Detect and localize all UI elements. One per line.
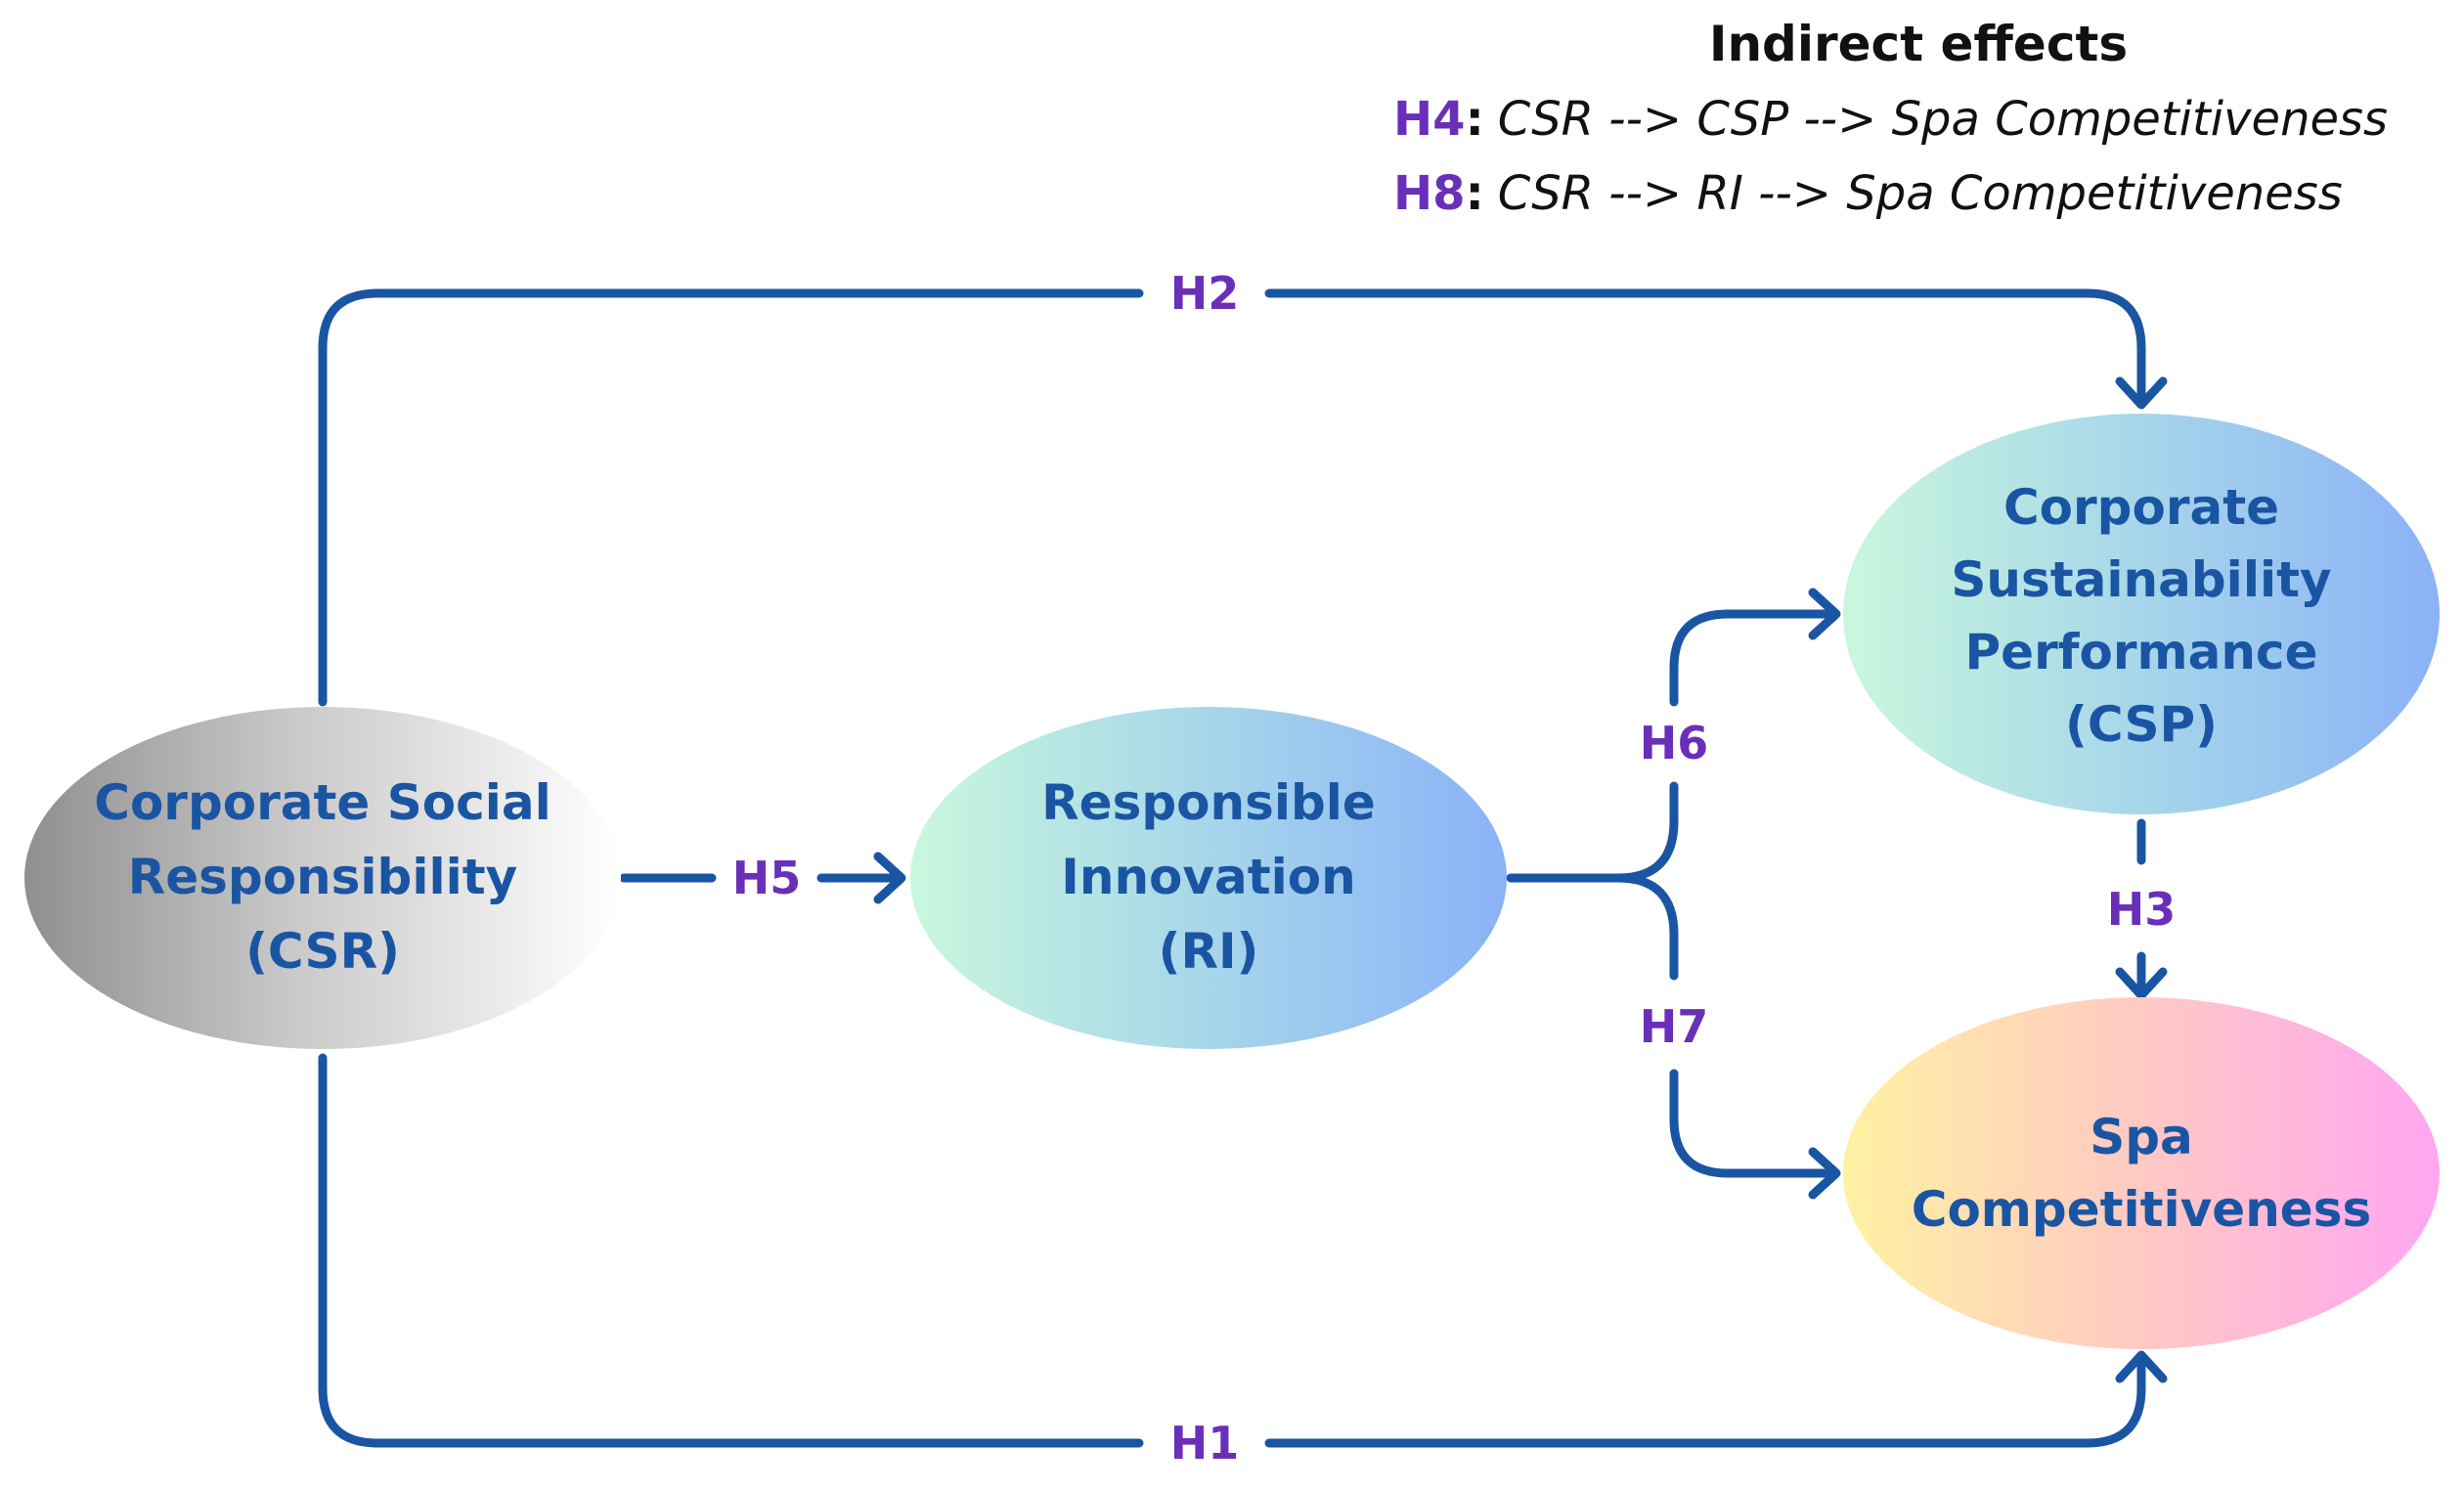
edge-h6-arrowhead bbox=[1808, 588, 1841, 640]
label-h7: H7 bbox=[1640, 1000, 1709, 1053]
legend-path-h4: CSR --> CSP --> Spa Competitiveness bbox=[1498, 92, 2388, 147]
edge-h2-line-right bbox=[1264, 288, 2146, 408]
node-ri-ellipse bbox=[910, 707, 1507, 1049]
node-ri-line-2: Innovation bbox=[1061, 849, 1355, 905]
node-csr-line-1: Corporate Social bbox=[94, 774, 550, 831]
edge-h1-line-right bbox=[1264, 1352, 2146, 1448]
node-csp-line-3: Performance bbox=[1965, 624, 2318, 680]
edge-h7-arrowhead bbox=[1808, 1147, 1841, 1200]
node-spa: Spa Competitiveness bbox=[1843, 997, 2440, 1349]
edge-h6-line bbox=[1669, 609, 1839, 707]
node-csr: Corporate Social Responsibility (CSR) bbox=[24, 707, 621, 1049]
node-spa-line-1: Spa bbox=[2090, 1109, 2193, 1165]
edge-h2-arrowhead bbox=[2115, 376, 2168, 410]
legend-path-h8: CSR --> RI --> Spa Competitiveness bbox=[1498, 166, 2343, 221]
hypothesis-labels: H2 H1 H5 H6 H7 H3 bbox=[732, 267, 2177, 1469]
node-csp-line-1: Corporate bbox=[2003, 479, 2279, 536]
label-h2: H2 bbox=[1170, 267, 1240, 320]
legend-colon-h4: : bbox=[1466, 92, 1484, 147]
edge-h3-arrowhead bbox=[2115, 967, 2168, 1000]
node-csp-line-4: (CSP) bbox=[2065, 696, 2218, 753]
node-csp-ellipse bbox=[1843, 414, 2440, 814]
node-csp: Corporate Sustainability Performance (CS… bbox=[1843, 414, 2440, 814]
label-h3: H3 bbox=[2107, 883, 2177, 936]
edge-h5-arrowhead bbox=[873, 852, 906, 904]
label-h1: H1 bbox=[1170, 1417, 1240, 1469]
legend-code-h4: H4 bbox=[1393, 92, 1466, 147]
edge-ri-stem bbox=[1506, 781, 1679, 883]
edge-ri-stem-lower bbox=[1613, 873, 1679, 981]
label-h5: H5 bbox=[732, 852, 802, 904]
legend-colon-h8: : bbox=[1466, 166, 1484, 221]
legend-item-h8: H8: CSR --> RI --> Spa Competitiveness bbox=[1393, 166, 2343, 221]
indirect-effects-legend: Indirect effects H4: CSR --> CSP --> Spa … bbox=[1393, 16, 2388, 221]
node-spa-line-2: Competitiveness bbox=[1912, 1181, 2371, 1238]
node-ri: Responsible Innovation (RI) bbox=[910, 707, 1507, 1049]
edges bbox=[318, 288, 2168, 1448]
node-csr-line-2: Responsibility bbox=[128, 849, 518, 905]
edge-h1-arrowhead bbox=[2115, 1350, 2168, 1383]
node-csr-ellipse bbox=[24, 707, 621, 1049]
legend-code-h8: H8 bbox=[1393, 166, 1466, 221]
label-h6: H6 bbox=[1640, 717, 1709, 769]
legend-item-h4: H4: CSR --> CSP --> Spa Competitiveness bbox=[1393, 92, 2388, 147]
node-csr-line-3: (CSR) bbox=[245, 923, 400, 980]
edge-h7-line bbox=[1669, 1069, 1839, 1178]
node-spa-ellipse bbox=[1843, 997, 2440, 1349]
legend-title: Indirect effects bbox=[1709, 16, 2128, 72]
node-ri-line-1: Responsible bbox=[1041, 774, 1376, 831]
node-csp-line-2: Sustainability bbox=[1951, 551, 2331, 608]
node-ri-line-3: (RI) bbox=[1159, 923, 1259, 980]
edge-h1-line-left bbox=[318, 1053, 1144, 1448]
edge-h2-line-left bbox=[318, 288, 1144, 707]
